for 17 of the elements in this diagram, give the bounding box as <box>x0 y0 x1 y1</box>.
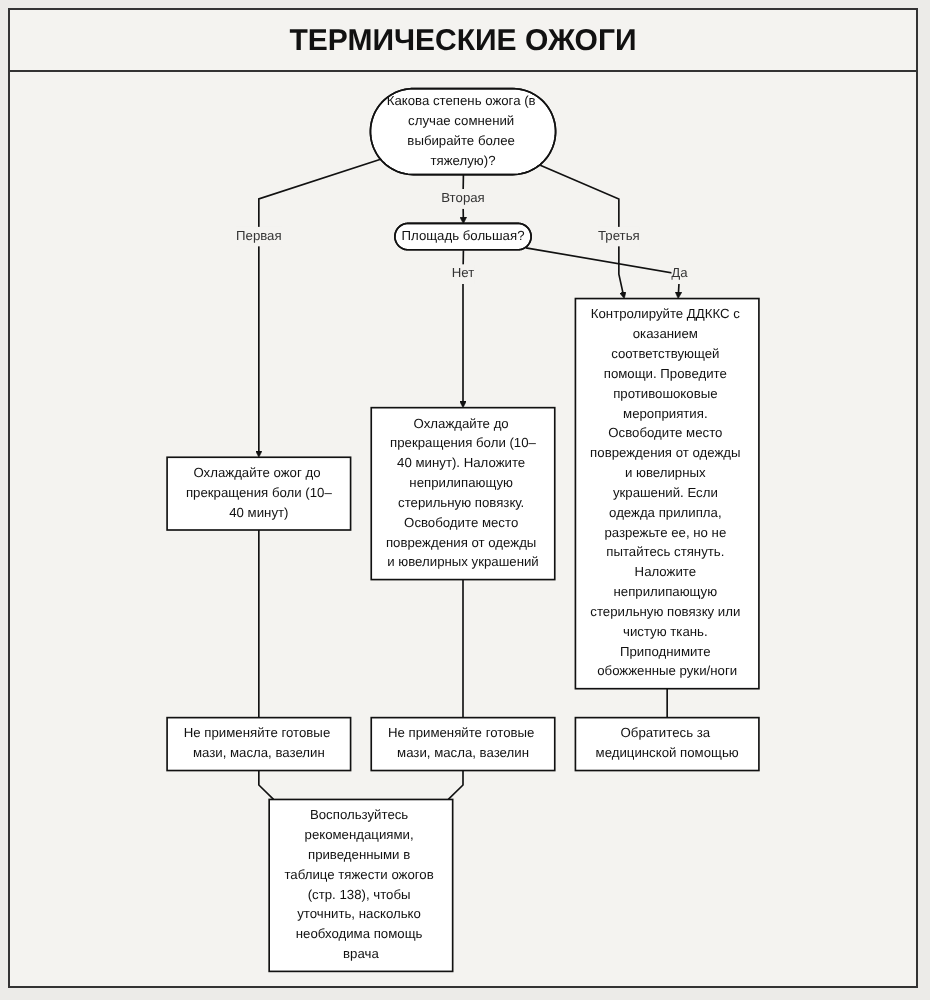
arrow <box>255 158 382 458</box>
connector <box>666 687 668 719</box>
node-box <box>574 716 760 772</box>
node-box <box>574 297 760 690</box>
connector <box>258 769 275 801</box>
node-box <box>166 716 352 772</box>
node-box <box>268 798 454 973</box>
arrow <box>539 164 627 299</box>
arrow <box>459 249 467 408</box>
connector <box>462 578 464 719</box>
arrow <box>525 247 683 299</box>
connector <box>447 769 464 801</box>
node-box <box>370 716 556 772</box>
node-box <box>166 456 352 531</box>
title: ТЕРМИЧЕСКИЕ ОЖОГИ <box>289 23 637 57</box>
node-box <box>370 406 556 581</box>
connector <box>258 529 260 719</box>
